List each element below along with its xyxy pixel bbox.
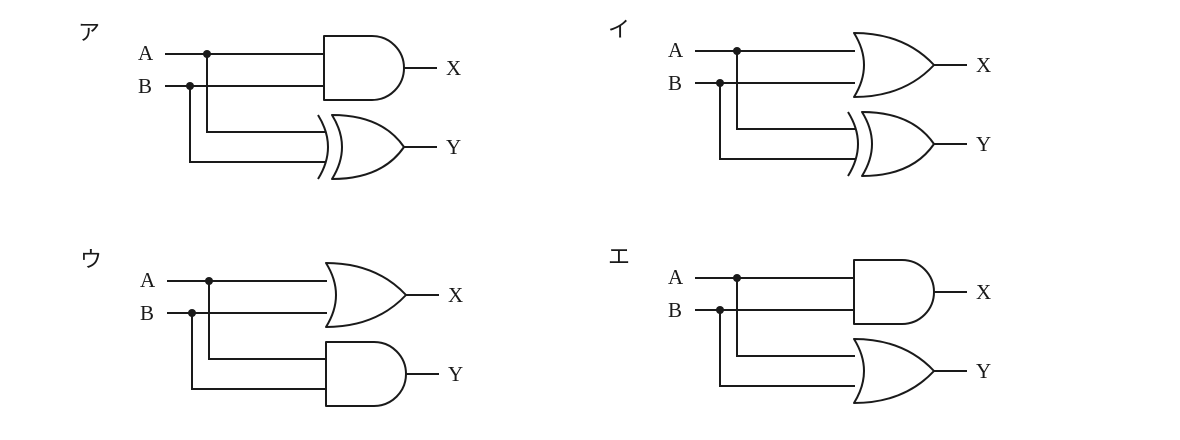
circuit-option-2: イ A B X Y (608, 18, 991, 177)
option-4-input-b-label: B (668, 298, 682, 322)
option-4-wire-a-branch (736, 277, 855, 357)
circuit-option-3: ウ A B X Y (80, 248, 463, 407)
option-1-label: ア (78, 21, 100, 46)
option-3-label: ウ (80, 248, 102, 273)
option-2-output-x-label: X (976, 53, 991, 77)
option-1-junction-a (203, 50, 211, 58)
option-2-bottom-xor-gate-symbol (861, 111, 935, 177)
option-3-wire-a-branch (208, 280, 327, 360)
option-3-output-x-label: X (448, 283, 463, 307)
option-4-junction-a (733, 274, 741, 282)
option-4-bottom-gate (853, 338, 935, 404)
option-1-bottom-gate (317, 114, 405, 180)
option-1-top-gate (323, 35, 405, 101)
option-4-output-y-label: Y (976, 359, 991, 383)
option-2-bottom-gate (847, 111, 935, 177)
option-3-input-a-label: A (140, 268, 156, 292)
option-4-top-gate (853, 259, 935, 325)
option-1-junction-b (186, 82, 194, 90)
option-2-top-gate (853, 32, 935, 98)
option-1-bottom-xor-input-arc (317, 114, 329, 180)
option-1-top-and-gate-symbol (323, 35, 405, 101)
circuit-option-4: エ A B X Y (608, 245, 991, 404)
option-2-wire-b-branch (719, 82, 855, 160)
option-4-label: エ (608, 245, 630, 270)
option-1-bottom-xor-gate-symbol (331, 114, 405, 180)
circuit-option-1: ア A B X Y (78, 21, 461, 180)
option-1-wire-a-branch (206, 53, 325, 133)
option-2-input-a-label: A (668, 38, 684, 62)
option-2-bottom-xor-input-arc (847, 111, 859, 177)
option-3-junction-b (188, 309, 196, 317)
option-1-input-a-label: A (138, 41, 154, 65)
option-1-output-y-label: Y (446, 135, 461, 159)
option-1-wire-b-branch (189, 85, 325, 163)
option-3-bottom-and-gate-symbol (325, 341, 407, 407)
option-1-output-x-label: X (446, 56, 461, 80)
option-3-junction-a (205, 277, 213, 285)
option-2-top-or-gate-symbol (853, 32, 935, 98)
option-4-top-and-gate-symbol (853, 259, 935, 325)
option-4-bottom-or-gate-symbol (853, 338, 935, 404)
option-2-input-b-label: B (668, 71, 682, 95)
option-4-junction-b (716, 306, 724, 314)
option-3-top-gate (325, 262, 407, 328)
option-2-junction-b (716, 79, 724, 87)
option-3-input-b-label: B (140, 301, 154, 325)
option-3-output-y-label: Y (448, 362, 463, 386)
option-4-wire-b-branch (719, 309, 855, 387)
option-1-input-b-label: B (138, 74, 152, 98)
option-3-bottom-gate (325, 341, 407, 407)
option-2-label: イ (608, 18, 630, 43)
option-2-junction-a (733, 47, 741, 55)
option-2-wire-a-branch (736, 50, 855, 130)
option-2-output-y-label: Y (976, 132, 991, 156)
option-4-output-x-label: X (976, 280, 991, 304)
option-3-top-or-gate-symbol (325, 262, 407, 328)
option-3-wire-b-branch (191, 312, 327, 390)
option-4-input-a-label: A (668, 265, 684, 289)
